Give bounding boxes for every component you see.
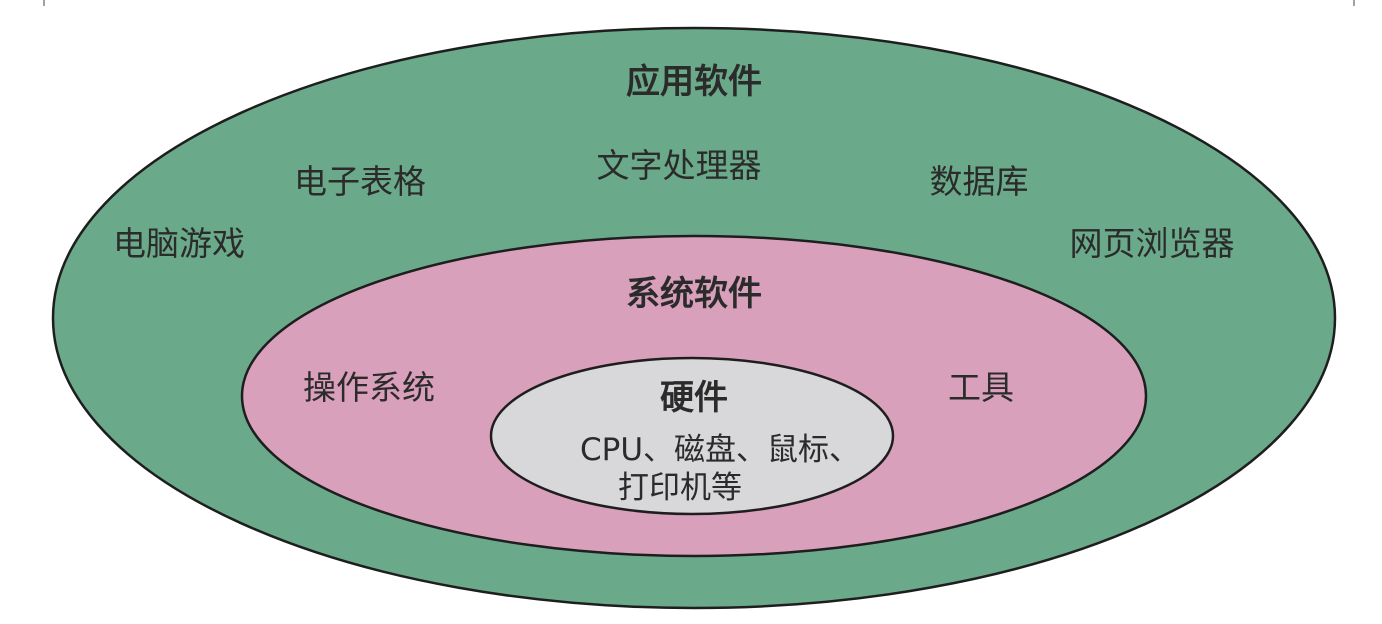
hardware-devices-line1: CPU、磁盘、鼠标、 (580, 432, 860, 468)
system-software-title: 系统软件 (626, 274, 762, 314)
application-software-title: 应用软件 (626, 62, 762, 102)
hardware-devices-line2: 打印机等 (618, 470, 742, 506)
tools-label: 工具 (948, 368, 1014, 407)
web-browser-label: 网页浏览器 (1070, 224, 1235, 263)
computer-games-label: 电脑游戏 (113, 224, 245, 263)
spreadsheet-label: 电子表格 (294, 162, 426, 201)
hardware-title: 硬件 (660, 378, 728, 418)
word-processor-label: 文字处理器 (597, 146, 762, 185)
hardware-ellipse (489, 356, 895, 516)
database-label: 数据库 (930, 162, 1029, 201)
operating-system-label: 操作系统 (303, 368, 435, 407)
